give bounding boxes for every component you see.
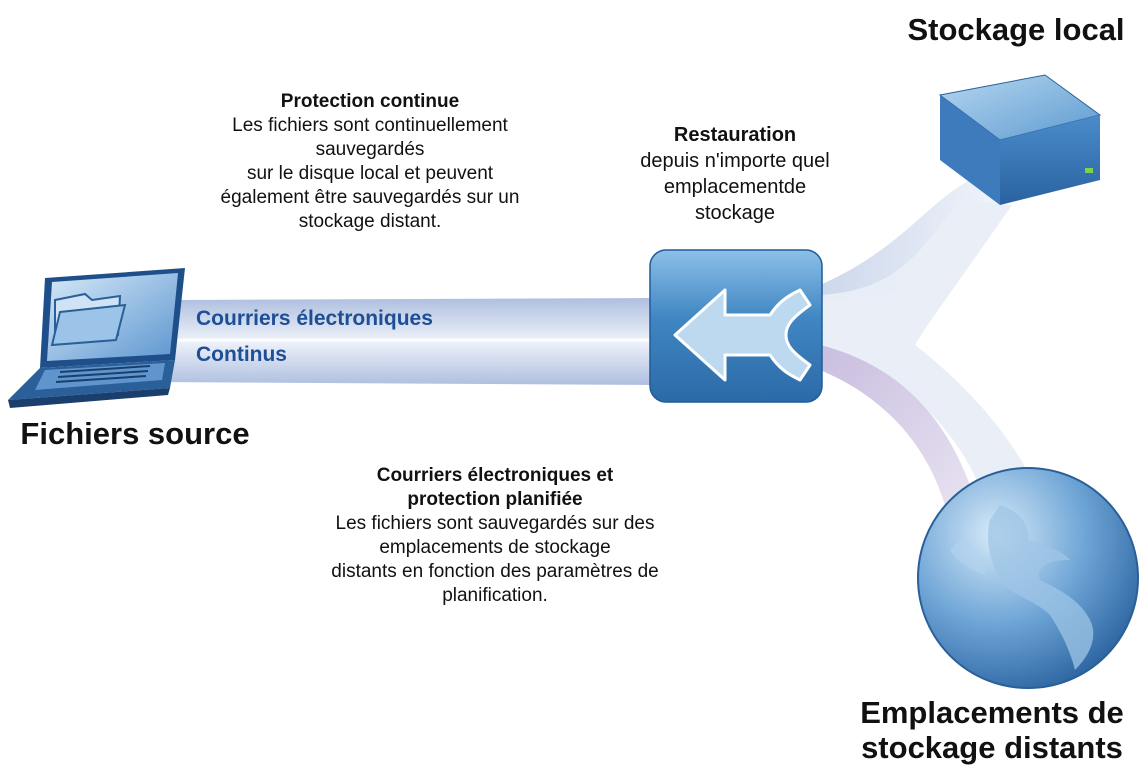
restore-heading: Restauration: [673, 124, 797, 146]
scheduled-heading-1: Courriers électroniques et: [376, 465, 614, 486]
laptop-folder-icon: [8, 268, 185, 408]
continuous-protection-heading: Protection continue: [280, 91, 460, 112]
remote-storage-line1: Emplacements de: [860, 695, 1124, 730]
remote-storage-label: Emplacements de stockage distants: [842, 695, 1142, 765]
scheduled-heading-2: protection planifiée: [407, 489, 583, 510]
scheduled-protection-note: Courriers électroniques et protection pl…: [270, 464, 720, 608]
restore-arrow-icon: [649, 249, 823, 403]
restore-body: depuis n'importe quel emplacementde stoc…: [640, 150, 830, 224]
restore-note: Restauration depuis n'importe quel empla…: [585, 122, 885, 226]
remote-storage-line2: stockage distants: [861, 730, 1123, 765]
local-storage-label: Stockage local: [907, 12, 1125, 47]
continuous-protection-body: Les fichiers sont continuellement sauveg…: [220, 115, 520, 232]
source-files-label: Fichiers source: [20, 416, 250, 451]
email-stream-label: Courriers électroniques: [196, 307, 433, 330]
continuous-protection-note: Protection continue Les fichiers sont co…: [160, 90, 580, 234]
continuous-stream-label: Continus: [196, 343, 287, 366]
server-box-icon: [938, 74, 1102, 205]
band-fork: [820, 200, 1040, 500]
band-to-remote: [820, 345, 975, 505]
globe-icon: [917, 467, 1139, 689]
scheduled-protection-body: Les fichiers sont sauvegardés sur des em…: [331, 513, 659, 606]
